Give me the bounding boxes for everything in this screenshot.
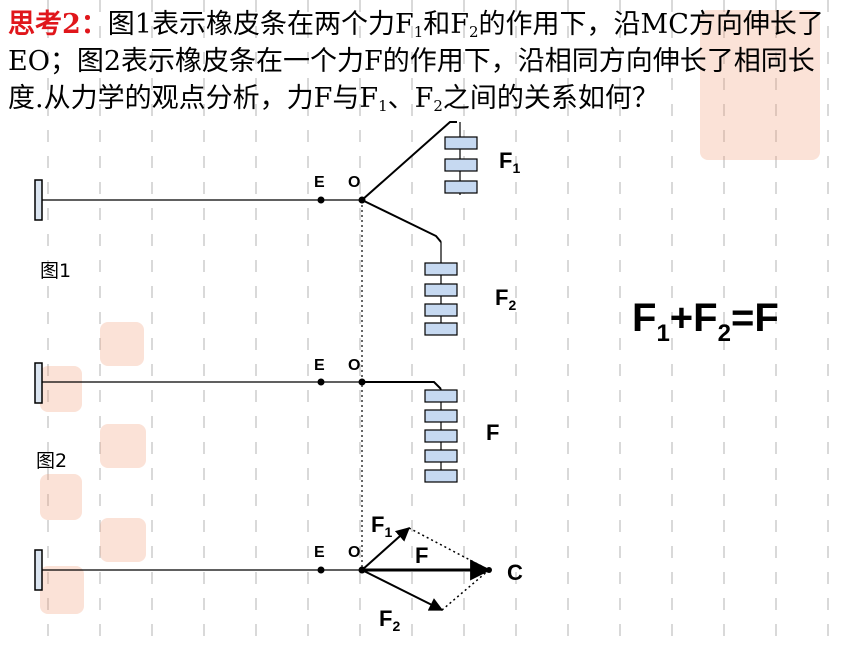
decorative-seal	[40, 474, 82, 520]
wall-fig2	[34, 362, 43, 404]
label-e-fig2: E	[314, 357, 325, 374]
label-o-fig2: O	[348, 357, 361, 374]
figure-2-label: 图2	[36, 450, 68, 472]
label-f2-vector-letter: F	[379, 606, 393, 631]
label-f2-weights: F2	[495, 285, 517, 313]
point-e-fig2	[317, 378, 325, 386]
label-c: C	[507, 560, 523, 585]
decorative-seal	[40, 366, 82, 412]
weight-stack-f	[424, 389, 458, 483]
equation-result: F1+F2=F	[632, 296, 779, 346]
label-f2-vector: F2	[379, 606, 401, 634]
string-f	[362, 381, 442, 390]
eq-f1-sub: 1	[656, 320, 670, 347]
weight-stack-f2	[424, 242, 458, 336]
parallelogram-side-1	[408, 527, 490, 571]
label-f-weights: F	[486, 420, 500, 445]
label-o-fig3: O	[348, 544, 361, 561]
label-e-fig3: E	[314, 544, 325, 561]
question-sub-1: 1	[413, 23, 424, 41]
question-text: 思考2：图1表示橡皮条在两个力F1和F2的作用下，沿MC方向伸长了EO；图2表示…	[8, 6, 848, 117]
label-f-vector: F	[415, 543, 429, 568]
weight-stack-f1	[444, 122, 478, 195]
question-sub-2: 2	[469, 23, 479, 41]
question-sub-4: 2	[433, 97, 443, 115]
eq-f2-letter: F	[693, 296, 718, 340]
point-c	[486, 567, 492, 573]
eq-plus: +	[669, 296, 694, 340]
string-f2	[361, 199, 442, 243]
label-f1-vector-sub: 1	[384, 524, 393, 540]
label-f1-vector-letter: F	[371, 512, 385, 537]
eq-f1-letter: F	[632, 296, 657, 340]
decorative-seal	[100, 424, 146, 468]
wall-fig3	[34, 549, 43, 591]
parallelogram-side-2	[441, 569, 490, 611]
point-e-fig3	[317, 566, 325, 574]
decorative-seal	[100, 518, 146, 562]
question-part-2: 和F	[423, 9, 469, 40]
eq-f2-sub: 2	[717, 320, 731, 347]
vector-f2-arrow	[361, 569, 444, 611]
label-f1-vector: F1	[371, 512, 393, 540]
vector-f1-arrow	[361, 527, 411, 571]
eq-equals: =	[730, 296, 755, 340]
question-lead: 思考2：	[8, 9, 108, 40]
label-f2-vector-sub: 2	[392, 618, 401, 634]
question-part-4: 、F	[387, 83, 434, 114]
label-f2-weights-sub: 2	[508, 297, 517, 313]
wall-fig1	[34, 179, 43, 221]
label-f2-weights-letter: F	[495, 285, 509, 310]
question-sub-3: 1	[378, 97, 388, 115]
decorative-seal	[100, 322, 144, 366]
question-part-3: 的作用下，沿MC方向伸长了EO；图2表示橡皮条在一个力F的作用下，沿相同方向伸长…	[8, 9, 824, 114]
string-f1	[361, 121, 457, 201]
label-f1-weights-letter: F	[499, 148, 513, 173]
question-part-5: 之间的关系如何？	[442, 83, 659, 114]
eq-f-letter: F	[754, 296, 779, 340]
decorative-seal-top-right	[700, 10, 820, 160]
label-f1-weights-sub: 1	[512, 160, 521, 176]
decorative-seal	[40, 566, 84, 614]
question-part-1: 图1表示橡皮条在两个力F	[107, 9, 414, 40]
figure-1-label: 图1	[40, 260, 72, 282]
label-o-fig1: O	[348, 174, 361, 191]
label-e-fig1: E	[314, 174, 325, 191]
point-e-fig1	[317, 196, 325, 204]
label-f1-weights: F1	[499, 148, 521, 176]
